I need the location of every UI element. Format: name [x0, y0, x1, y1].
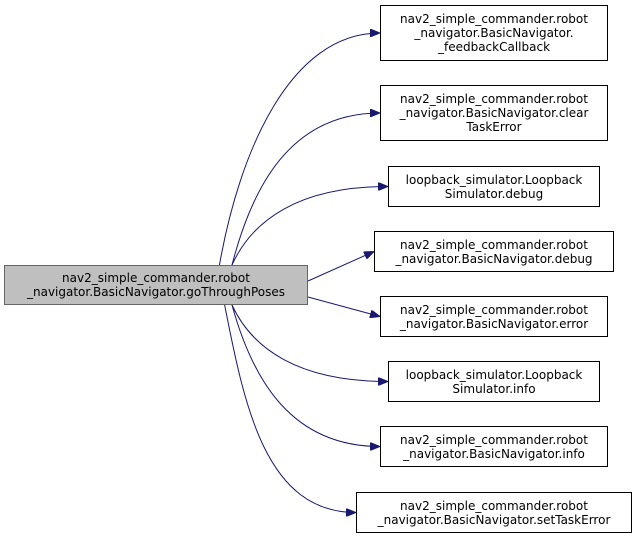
- node-loopback-info[interactable]: loopback_simulator.Loopback Simulator.in…: [388, 361, 600, 402]
- edge-root-to-t3: [231, 187, 388, 266]
- node-clearTaskError[interactable]: nav2_simple_commander.robot _navigator.B…: [380, 85, 608, 141]
- node-basicnavigator-error[interactable]: nav2_simple_commander.robot _navigator.B…: [380, 296, 608, 337]
- node-label: nav2_simple_commander.robot _navigator.B…: [400, 432, 588, 461]
- node-label: loopback_simulator.Loopback Simulator.de…: [405, 172, 583, 201]
- edge-root-to-t8: [224, 304, 356, 513]
- node-basicnavigator-debug[interactable]: nav2_simple_commander.robot _navigator.B…: [374, 231, 614, 272]
- node-label: nav2_simple_commander.robot _navigator.B…: [399, 302, 589, 331]
- node-label: nav2_simple_commander.robot _navigator.B…: [400, 12, 588, 54]
- node-goThroughPoses[interactable]: nav2_simple_commander.robot _navigator.B…: [4, 265, 308, 305]
- edge-root-to-t4: [307, 252, 374, 282]
- edge-root-to-t6: [231, 304, 388, 382]
- edge-root-to-t7: [231, 304, 380, 447]
- node-basicnavigator-info[interactable]: nav2_simple_commander.robot _navigator.B…: [380, 426, 608, 467]
- node-label: nav2_simple_commander.robot _navigator.B…: [395, 237, 593, 266]
- node-label: nav2_simple_commander.robot _navigator.B…: [377, 498, 611, 527]
- edge-root-to-t2: [231, 113, 380, 266]
- edge-root-to-t5: [307, 296, 380, 317]
- node-setTaskError[interactable]: nav2_simple_commander.robot _navigator.B…: [356, 492, 632, 533]
- node-loopback-debug[interactable]: loopback_simulator.Loopback Simulator.de…: [388, 166, 600, 207]
- edge-root-to-t1: [218, 33, 380, 266]
- node-label: nav2_simple_commander.robot _navigator.B…: [26, 271, 286, 299]
- node-label: loopback_simulator.Loopback Simulator.in…: [405, 367, 583, 396]
- node-label: nav2_simple_commander.robot _navigator.B…: [399, 92, 589, 134]
- node-feedbackCallback[interactable]: nav2_simple_commander.robot _navigator.B…: [380, 5, 608, 61]
